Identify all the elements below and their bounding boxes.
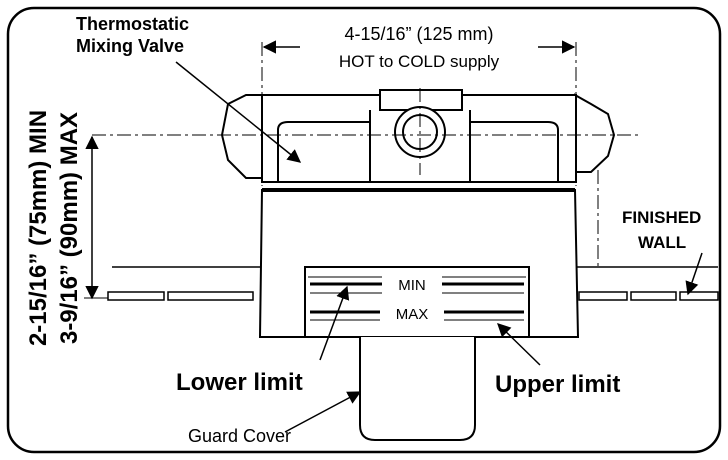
valve-label-line1: Thermostatic [76, 14, 189, 34]
leader-arrows [175, 61, 703, 433]
guard-cover-label: Guard Cover [188, 426, 291, 446]
spacing-dimension-label: 4-15/16” (125 mm) [344, 24, 493, 44]
valve-stem [359, 337, 476, 441]
spacing-label-bg [300, 35, 538, 59]
min-mark-bg [382, 273, 442, 295]
finished-wall-label-line1: FINISHED [622, 208, 701, 227]
valve-body [220, 89, 616, 183]
spacing-note-label: HOT to COLD supply [339, 52, 500, 71]
valve-label-line2: Mixing Valve [76, 36, 184, 56]
lower-limit-label: Lower limit [176, 369, 303, 396]
depth-min-label: 2-15/16” (75mm) MIN [25, 110, 52, 346]
centerlines [92, 42, 640, 270]
max-mark-label: MAX [396, 306, 429, 323]
diagram-frame [6, 6, 722, 454]
depth-max-label: 3-9/16” (90mm) MAX [56, 112, 83, 344]
min-mark-label: MIN [398, 277, 426, 294]
max-mark-bg [380, 302, 444, 324]
finished-wall [107, 266, 719, 301]
upper-limit-label: Upper limit [495, 371, 620, 398]
finished-wall-label-line2: WALL [638, 233, 686, 252]
